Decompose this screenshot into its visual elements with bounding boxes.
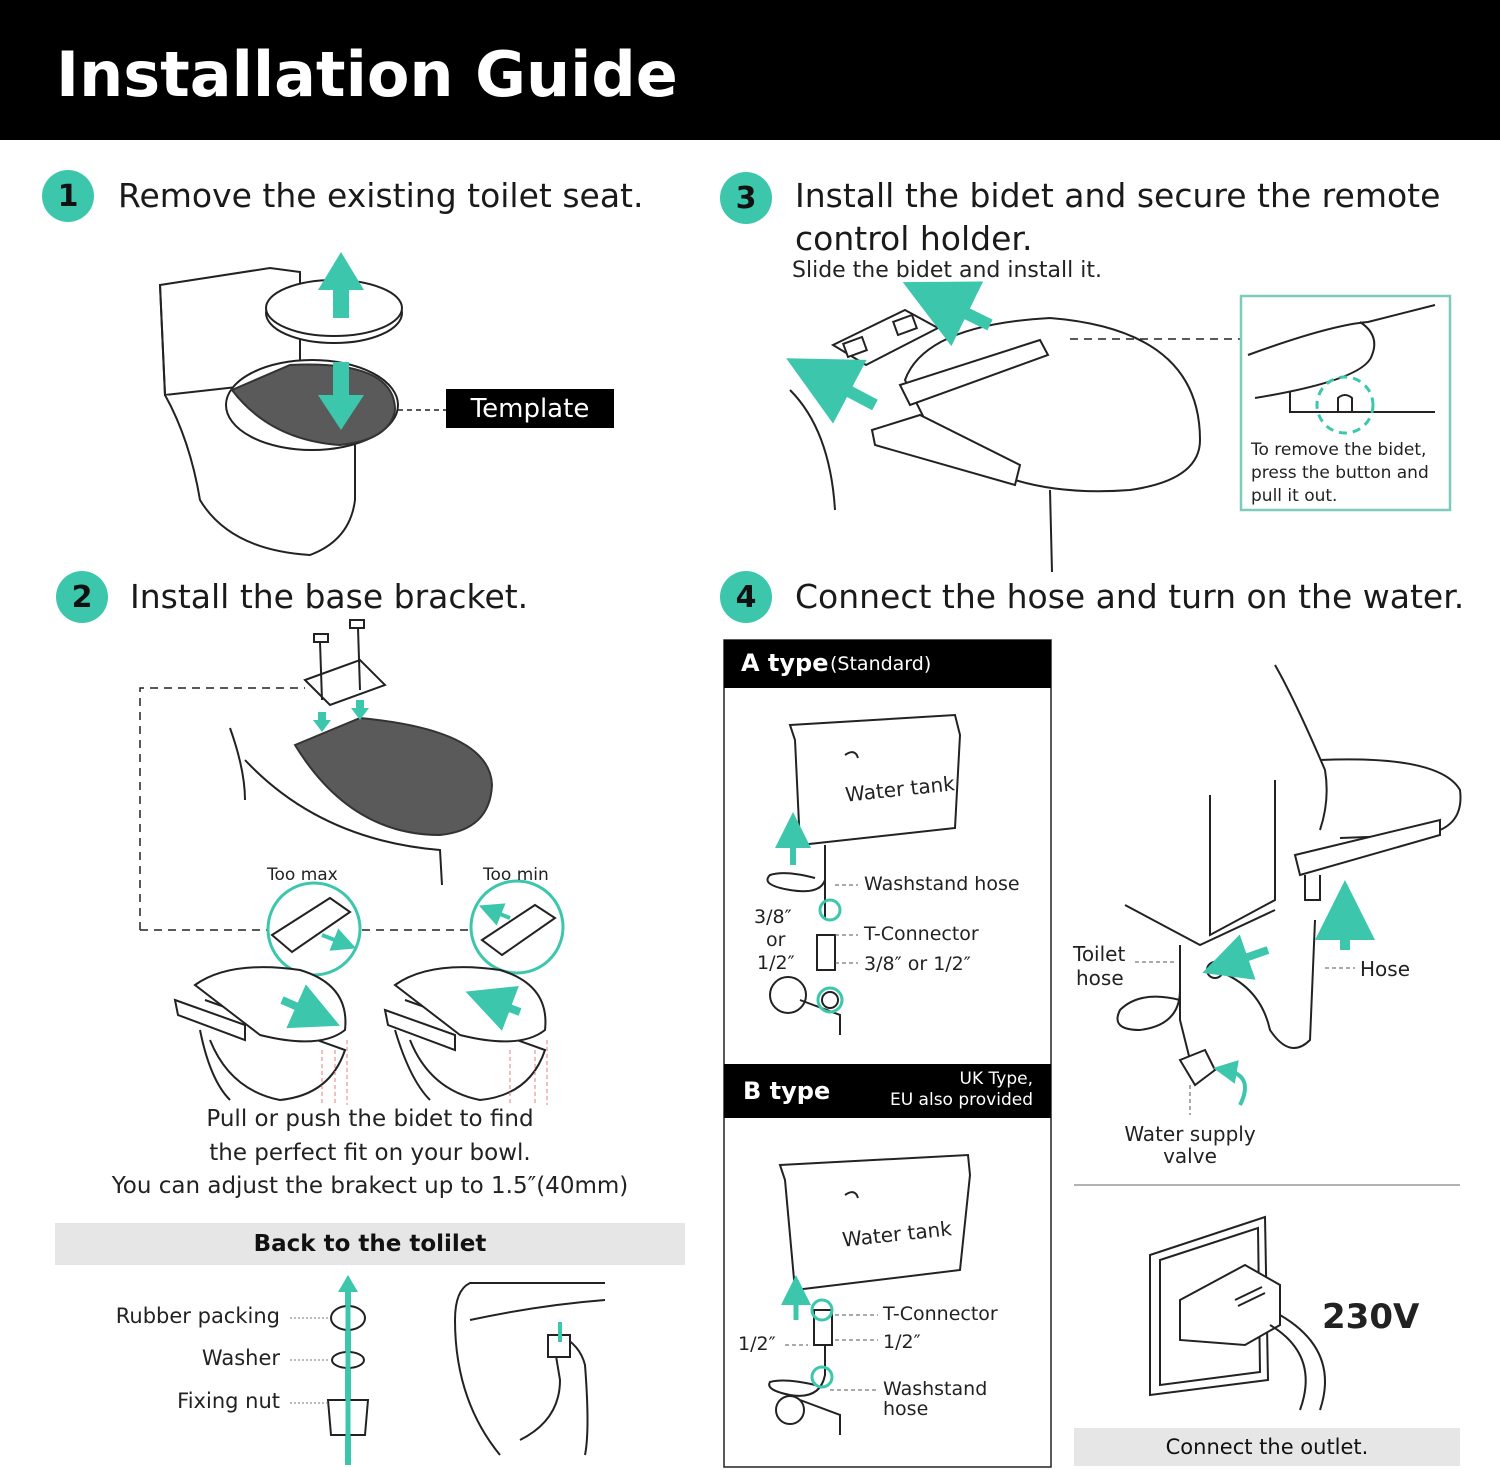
b-left-size: 1/2″ (738, 1333, 776, 1355)
part-washer: Washer (201, 1346, 280, 1370)
step-1-title: Remove the existing toilet seat. (118, 176, 644, 215)
a-type-header: A type (Standard) (724, 640, 1051, 688)
fit-description-1: Pull or push the bidet to find (206, 1106, 534, 1132)
a-t-size: 3/8″ or 1/2″ (864, 953, 971, 975)
b-type-illustration (768, 1153, 972, 1435)
fit-description-2: the perfect fit on your bowl. (209, 1140, 531, 1166)
a-washstand-hose: Washstand hose (864, 873, 1020, 895)
a-size-38: 3/8″ (754, 906, 792, 928)
a-t-connector: T-Connector (864, 923, 979, 945)
header-bar: Installation Guide (0, 0, 1500, 140)
a-type-sub: (Standard) (830, 653, 932, 675)
step3-note-box (1239, 294, 1452, 512)
fixing-parts-illustration (290, 1275, 606, 1465)
part-rubber-packing: Rubber packing (115, 1304, 280, 1328)
fit-description-3: You can adjust the brakect up to 1.5″(40… (111, 1173, 629, 1199)
step-4-title: Connect the hose and turn on the water. (795, 577, 1465, 616)
remove-note-3: pull it out. (1251, 486, 1338, 506)
step1-toilet-illustration (158, 266, 403, 557)
step-3-subtitle: Slide the bidet and install it. (792, 258, 1102, 283)
step1-arrows (318, 252, 364, 430)
step-3-title-line1: Install the bidet and secure the remote (795, 176, 1441, 215)
valve-label-2: valve (1163, 1144, 1217, 1168)
hose-label: Hose (1360, 957, 1410, 981)
a-type-label: A type (741, 649, 829, 677)
step-1-badge: 1 (42, 170, 94, 222)
remove-note-1: To remove the bidet, (1251, 440, 1427, 460)
toilet-hose-2: hose (1076, 966, 1124, 990)
back-to-toilet-title: Back to the tolilet (253, 1231, 487, 1257)
outlet-label: Connect the outlet. (1165, 1435, 1369, 1459)
step-3-badge: 3 (720, 172, 772, 224)
a-size-or: or (766, 929, 786, 951)
step3-bidet-illustration (789, 308, 1202, 573)
step-4-badge: 4 (720, 571, 772, 623)
back-to-toilet-bar: Back to the tolilet (55, 1223, 685, 1265)
step2-bracket-illustration (229, 619, 494, 886)
b-washstand-1: Washstand (883, 1378, 988, 1400)
remove-note-2: press the button and (1251, 463, 1429, 483)
outlet-illustration (1149, 1215, 1326, 1411)
b-type-sub-2: EU also provided (889, 1090, 1033, 1110)
too-min-label: Too min (483, 865, 549, 885)
b-t-connector: T-Connector (883, 1303, 998, 1325)
outlet-bar: Connect the outlet. (1074, 1428, 1460, 1466)
step-2-badge: 2 (56, 571, 108, 623)
toilet-hose-1: Toilet (1073, 942, 1126, 966)
step-3-title-line2: control holder. (795, 219, 1033, 258)
b-type-sub-1: UK Type, (959, 1069, 1033, 1089)
b-t-size: 1/2″ (883, 1331, 921, 1353)
a-type-illustration (766, 713, 962, 1035)
b-type-label: B type (743, 1077, 831, 1105)
voltage-label: 230V (1322, 1297, 1420, 1337)
step-2-title: Install the base bracket. (130, 577, 529, 616)
a-size-12: 1/2″ (757, 952, 795, 974)
hose-connection-illustration (1116, 664, 1462, 1087)
too-max-label: Too max (267, 865, 338, 885)
page-title: Installation Guide (56, 38, 678, 111)
b-type-header: B type UK Type, EU also provided (724, 1064, 1051, 1118)
valve-label-1: Water supply (1124, 1122, 1256, 1146)
template-label: Template (446, 389, 614, 428)
part-fixing-nut: Fixing nut (177, 1389, 280, 1413)
b-washstand-2: hose (883, 1398, 929, 1420)
